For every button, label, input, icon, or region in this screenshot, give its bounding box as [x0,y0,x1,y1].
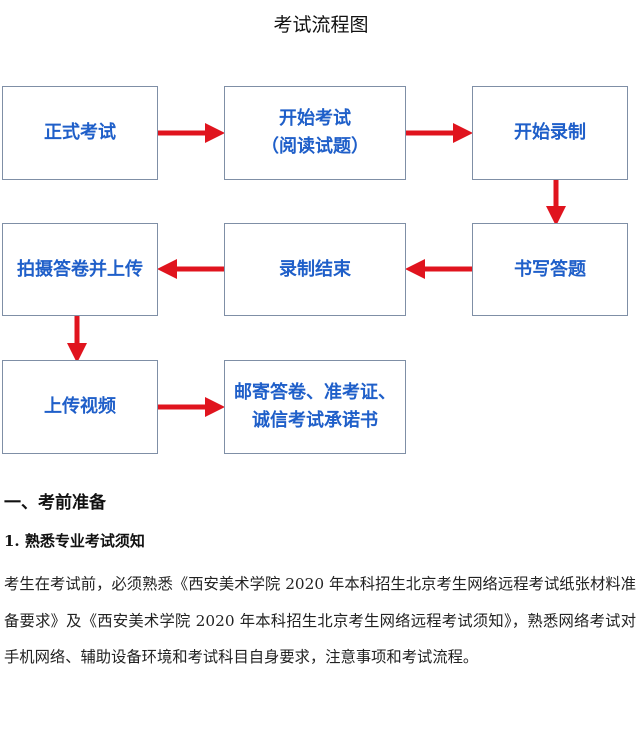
body-paragraph: 考生在考试前，必须熟悉《西安美术学院 2020 年本科招生北京考生网络远程考试纸… [4,575,636,666]
section-subheading: 1. 熟悉专业考试须知 [4,532,145,550]
flow-step-4: 书写答题 [472,223,628,316]
flow-step-6: 拍摄答卷并上传 [2,223,158,316]
page-title: 考试流程图 [273,14,369,36]
flow-step-8: 邮寄答卷、准考证、 诚信考试承诺书 [224,360,406,454]
flow-step-1: 正式考试 [2,86,158,180]
flow-step-5: 录制结束 [224,223,406,316]
section-heading: 一、考前准备 [4,493,106,513]
flow-step-3: 开始录制 [472,86,628,180]
flow-step-2: 开始考试 （阅读试题） [224,86,406,180]
flow-step-7: 上传视频 [2,360,158,454]
